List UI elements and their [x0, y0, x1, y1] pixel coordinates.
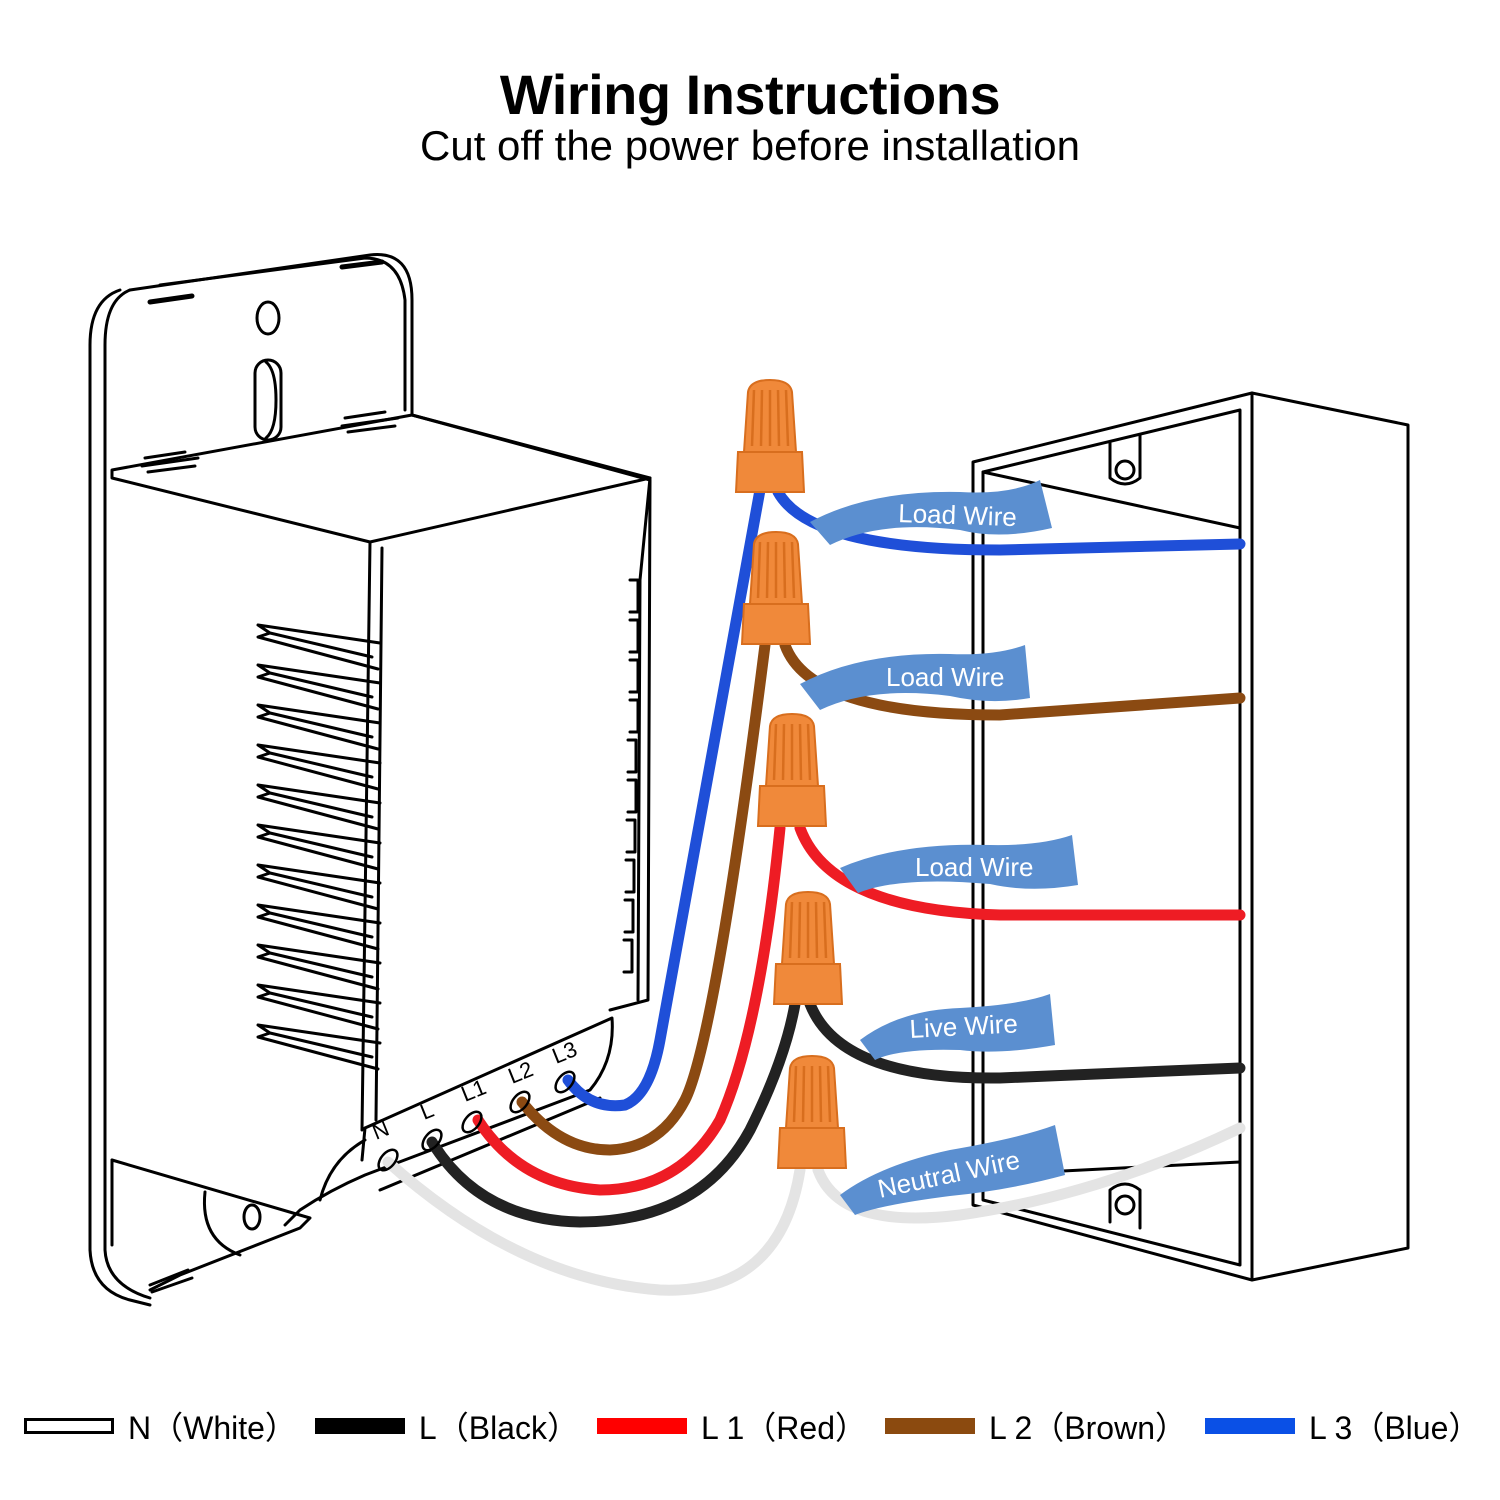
- legend-label-l2: L 2（Brown）: [989, 1410, 1188, 1446]
- wire-live-black: [804, 998, 1246, 1084]
- terminal-block: [283, 1016, 614, 1227]
- terminal-label-n: N: [369, 1116, 393, 1145]
- vent-fin: [256, 823, 382, 871]
- vent-fin: [256, 863, 382, 911]
- svg-text:Live Wire: Live Wire: [909, 1008, 1019, 1044]
- wire-load-red: [794, 822, 1246, 921]
- box-side: [1250, 391, 1410, 1282]
- page-title: Wiring Instructions: [499, 63, 1001, 126]
- wire-connectors: [734, 378, 848, 1169]
- box-screw-hole-icon: [1114, 459, 1136, 481]
- vent-fin: [256, 1023, 382, 1071]
- vent-fin: [256, 623, 382, 671]
- wire-neutral-white: [812, 1122, 1246, 1224]
- wire-l3-blue: [562, 484, 766, 1112]
- module-top-face: [110, 413, 652, 544]
- wire-l-black: [426, 998, 801, 1228]
- terminal-screws: [377, 1070, 576, 1172]
- wire-l1-red: [472, 822, 786, 1196]
- wire-banners: Load Wire Load Wire Load Wire Live Wire …: [800, 480, 1078, 1215]
- legend-label-l3: L 3（Blue）: [1309, 1410, 1481, 1446]
- legend-item-neutral: N（White）: [24, 1403, 297, 1449]
- banner-live-wire: Live Wire: [860, 994, 1055, 1060]
- legend-label-l1: L 1（Red）: [700, 1410, 867, 1446]
- legend-item-l1: L 1（Red）: [596, 1403, 867, 1449]
- wires: [382, 484, 1246, 1296]
- smart-switch: [88, 253, 652, 1307]
- wire-l2-brown: [516, 639, 771, 1156]
- banner-load-wire-3: Load Wire: [840, 835, 1078, 893]
- page-subtitle: Cut off the power before installation: [420, 122, 1080, 169]
- legend-label-live: L（Black）: [418, 1410, 579, 1446]
- vent-fin: [256, 943, 382, 991]
- legend-item-live: L（Black）: [314, 1403, 579, 1449]
- terminal-label-l2: L2: [505, 1056, 537, 1088]
- wire-load-brown: [779, 639, 1246, 721]
- svg-text:Load Wire: Load Wire: [886, 662, 1005, 692]
- terminal-label-l3: L3: [549, 1036, 581, 1068]
- legend-swatch-blue: [1205, 1418, 1296, 1434]
- box-screw-hole-icon: [1114, 1194, 1136, 1216]
- legend-swatch-brown: [885, 1418, 975, 1434]
- banner-load-wire-1: Load Wire: [810, 480, 1052, 545]
- wire-load-blue: [772, 486, 1246, 556]
- wire-color-legend: N（White） L（Black） L 1（Red） L 2（Brown） L …: [24, 1404, 1498, 1448]
- vent-fin: [256, 903, 382, 951]
- legend-item-l2: L 2（Brown）: [885, 1403, 1187, 1449]
- ventilation-fins: [256, 623, 382, 1071]
- terminal-label-l: L: [417, 1097, 438, 1125]
- screw-hole-icon: [242, 1203, 262, 1231]
- svg-text:Load Wire: Load Wire: [898, 498, 1017, 532]
- banner-load-wire-2: Load Wire: [800, 645, 1030, 710]
- legend-item-l3: L 3（Blue）: [1205, 1403, 1480, 1449]
- vent-fin: [256, 743, 382, 791]
- vent-fin: [256, 663, 382, 711]
- legend-label-neutral: N（White）: [128, 1410, 297, 1446]
- mounting-plate: [88, 253, 652, 1307]
- wire-nut-icon: [772, 890, 844, 1005]
- terminal-label-l1: L1: [458, 1074, 490, 1106]
- vent-fin: [256, 783, 382, 831]
- vent-fin: [256, 983, 382, 1031]
- junction-box: [971, 391, 1410, 1282]
- legend-swatch-black: [314, 1418, 405, 1434]
- legend-swatch-white: [24, 1418, 114, 1434]
- vent-fin: [256, 703, 382, 751]
- wire-nut-icon: [776, 1054, 848, 1169]
- wire-nut-icon: [734, 378, 806, 493]
- wire-nut-icon: [756, 712, 828, 827]
- wire-n-white: [382, 1156, 806, 1296]
- legend-swatch-red: [596, 1418, 687, 1434]
- screw-hole-icon: [255, 300, 281, 336]
- wire-nut-icon: [740, 530, 812, 645]
- svg-text:Load Wire: Load Wire: [915, 852, 1034, 882]
- side-tabs: [622, 578, 640, 974]
